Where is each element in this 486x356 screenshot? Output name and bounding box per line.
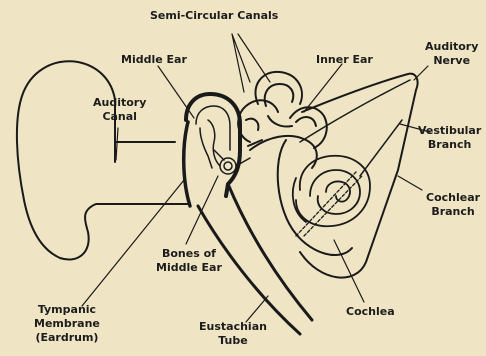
label-middle-ear: Middle Ear xyxy=(121,53,187,67)
auditory-nerve xyxy=(300,74,418,278)
label-eustachian-tube: Eustachian Tube xyxy=(199,320,267,348)
label-cochlear-branch: Cochlear Branch xyxy=(426,191,480,219)
label-cochlea: Cochlea xyxy=(346,305,395,319)
label-semi-circular-canals: Semi-Circular Canals xyxy=(150,9,278,23)
label-tympanic-membrane: Tympanic Membrane (Eardrum) xyxy=(34,303,100,345)
cochlear-branch xyxy=(360,120,402,176)
label-auditory-canal: Auditory Canal xyxy=(93,96,146,124)
outer-ear xyxy=(17,61,188,259)
auditory-canal xyxy=(115,140,175,162)
ossicles xyxy=(200,120,250,174)
tympanic-membrane xyxy=(184,122,190,206)
leader-lines xyxy=(82,34,430,322)
label-auditory-nerve: Auditory Nerve xyxy=(425,40,478,68)
label-bones-of-middle-ear: Bones of Middle Ear xyxy=(156,247,222,275)
label-vestibular-branch: Vestibular Branch xyxy=(418,124,481,152)
cochlea xyxy=(293,156,370,226)
vestibular-branch xyxy=(300,80,410,142)
label-inner-ear: Inner Ear xyxy=(316,53,373,67)
